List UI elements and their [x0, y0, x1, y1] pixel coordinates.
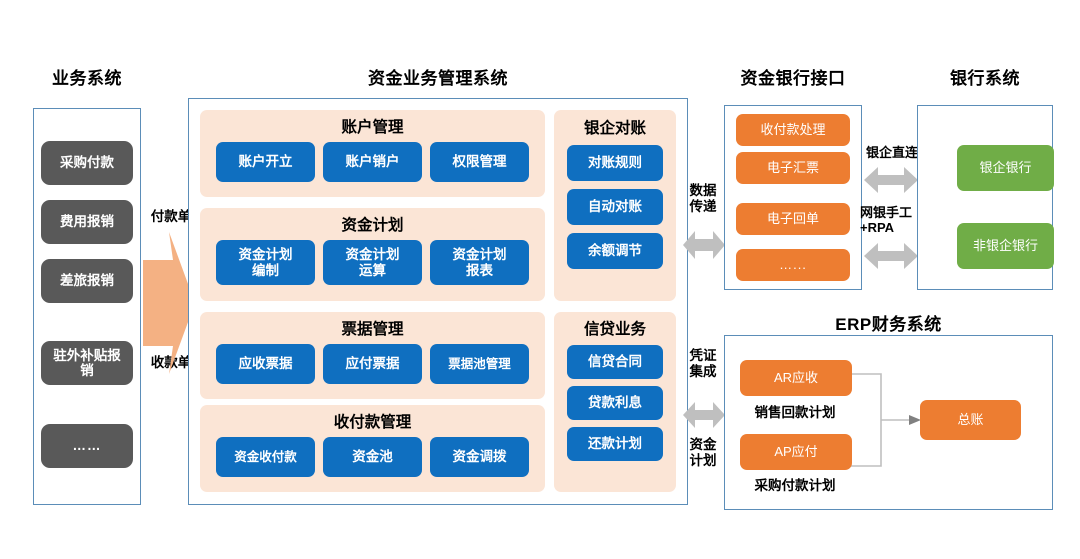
group-title: 信贷业务 — [583, 321, 646, 338]
business-item-label: 差旅报销 — [60, 273, 114, 289]
data-transfer-label: 数据 传递 — [689, 183, 717, 214]
module-button[interactable]: 资金池 — [323, 437, 422, 477]
erp-ar-sublabel: 销售回款计划 — [754, 405, 836, 420]
payment-voucher-label: 付款单 — [150, 209, 192, 224]
center-system-title: 资金业务管理系统 — [368, 69, 508, 88]
business-item-2[interactable]: 差旅报销 — [41, 259, 133, 303]
module-button[interactable]: 资金计划 运算 — [323, 240, 422, 285]
erp-integration-arrow — [683, 399, 725, 431]
business-item-label: 采购付款 — [60, 155, 114, 171]
group-title: 银企对账 — [583, 120, 646, 137]
erp-system-title: ERP财务系统 — [835, 315, 942, 334]
bank-interface-item-3[interactable]: …... — [736, 249, 850, 281]
erp-ap-item[interactable]: AP应付 — [740, 434, 852, 470]
business-item-label: 驻外补贴报 销 — [53, 347, 121, 378]
business-item-1[interactable]: 费用报销 — [41, 200, 133, 244]
voucher-integration-label: 凭证 集成 — [689, 348, 717, 379]
bank-interface-item-1[interactable]: 电子汇票 — [736, 152, 850, 184]
direct-connect-arrow — [864, 165, 918, 195]
module-button[interactable]: 资金调拨 — [430, 437, 529, 477]
module-button[interactable]: 票据池管理 — [430, 344, 529, 384]
module-button[interactable]: 资金计划 报表 — [430, 240, 529, 285]
group-payment-management: 收付款管理 资金收付款 资金池 资金调拨 — [200, 405, 545, 492]
manual-rpa-label: 网银手工 +RPA — [860, 205, 913, 236]
module-button[interactable]: 资金收付款 — [216, 437, 315, 477]
erp-connector-lines — [845, 365, 955, 475]
business-item-3[interactable]: 驻外补贴报 销 — [41, 341, 133, 385]
module-button[interactable]: 对账规则 — [567, 145, 663, 181]
direct-connect-label: 银企直连 — [865, 145, 918, 160]
data-transfer-arrow — [683, 228, 725, 262]
bank-interface-item-2[interactable]: 电子回单 — [736, 203, 850, 235]
bank-system-item-0[interactable]: 银企银行 — [957, 145, 1054, 191]
module-button[interactable]: 应付票据 — [323, 344, 422, 384]
module-button[interactable]: 信贷合同 — [567, 345, 663, 379]
module-button[interactable]: 账户销户 — [323, 142, 422, 182]
group-title: 票据管理 — [341, 321, 404, 338]
business-item-0[interactable]: 采购付款 — [41, 141, 133, 185]
business-to-center-arrow — [143, 232, 195, 374]
module-button[interactable]: 还款计划 — [567, 427, 663, 461]
group-bank-reconciliation: 银企对账 对账规则 自动对账 余额调节 — [554, 110, 676, 301]
module-button[interactable]: 贷款利息 — [567, 386, 663, 420]
bank-system-title: 银行系统 — [950, 69, 1020, 88]
fund-plan-label: 资金 计划 — [689, 437, 717, 468]
module-button[interactable]: 自动对账 — [567, 189, 663, 225]
business-system-title: 业务系统 — [52, 69, 122, 88]
bank-interface-item-0[interactable]: 收付款处理 — [736, 114, 850, 146]
group-title: 收付款管理 — [333, 414, 412, 431]
group-credit-business: 信贷业务 信贷合同 贷款利息 还款计划 — [554, 312, 676, 492]
module-button[interactable]: 余额调节 — [567, 233, 663, 269]
manual-rpa-arrow — [864, 241, 918, 271]
module-button[interactable]: 账户开立 — [216, 142, 315, 182]
erp-ar-item[interactable]: AR应收 — [740, 360, 852, 396]
group-account-management: 账户管理 账户开立 账户销户 权限管理 — [200, 110, 545, 197]
bank-system-item-1[interactable]: 非银企银行 — [957, 223, 1054, 269]
group-title: 账户管理 — [341, 119, 404, 136]
group-title: 资金计划 — [341, 217, 404, 234]
group-bill-management: 票据管理 应收票据 应付票据 票据池管理 — [200, 312, 545, 399]
business-item-label: 费用报销 — [60, 214, 114, 230]
business-item-label: …… — [72, 438, 102, 454]
group-fund-plan: 资金计划 资金计划 编制 资金计划 运算 资金计划 报表 — [200, 208, 545, 301]
business-item-4[interactable]: …… — [41, 424, 133, 468]
bank-interface-title: 资金银行接口 — [740, 69, 846, 88]
erp-ap-sublabel: 采购付款计划 — [754, 478, 836, 493]
module-button[interactable]: 应收票据 — [216, 344, 315, 384]
module-button[interactable]: 资金计划 编制 — [216, 240, 315, 285]
erp-gl-item[interactable]: 总账 — [920, 400, 1021, 440]
module-button[interactable]: 权限管理 — [430, 142, 529, 182]
